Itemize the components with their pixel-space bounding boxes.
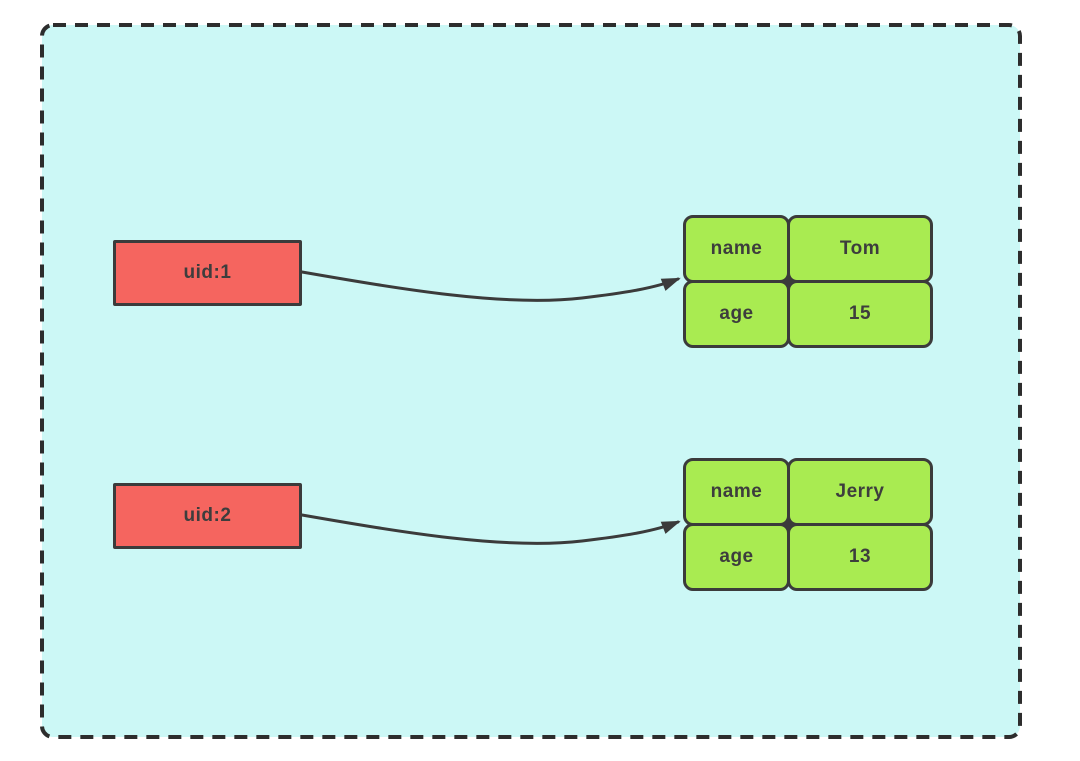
hash-field-value-cell: Jerry xyxy=(787,458,933,526)
connector-arrow-uid1 xyxy=(300,270,681,302)
hash-field-value-cell: 13 xyxy=(787,523,933,591)
key-box-uid1: uid:1 xyxy=(113,240,302,306)
hash-field-name-cell: age xyxy=(683,523,790,591)
hash-field-name-cell: name xyxy=(683,215,790,283)
key-box-uid2: uid:2 xyxy=(113,483,302,549)
hash-field-name-cell: age xyxy=(683,280,790,348)
hash-table-uid2: name Jerry age 13 xyxy=(683,458,933,591)
dashed-boundary xyxy=(40,23,1022,739)
hash-table-uid1: name Tom age 15 xyxy=(683,215,933,348)
hash-field-value-cell: 15 xyxy=(787,280,933,348)
hash-field-name-cell: name xyxy=(683,458,790,526)
connector-arrow-uid2 xyxy=(300,513,681,545)
hash-field-value-cell: Tom xyxy=(787,215,933,283)
